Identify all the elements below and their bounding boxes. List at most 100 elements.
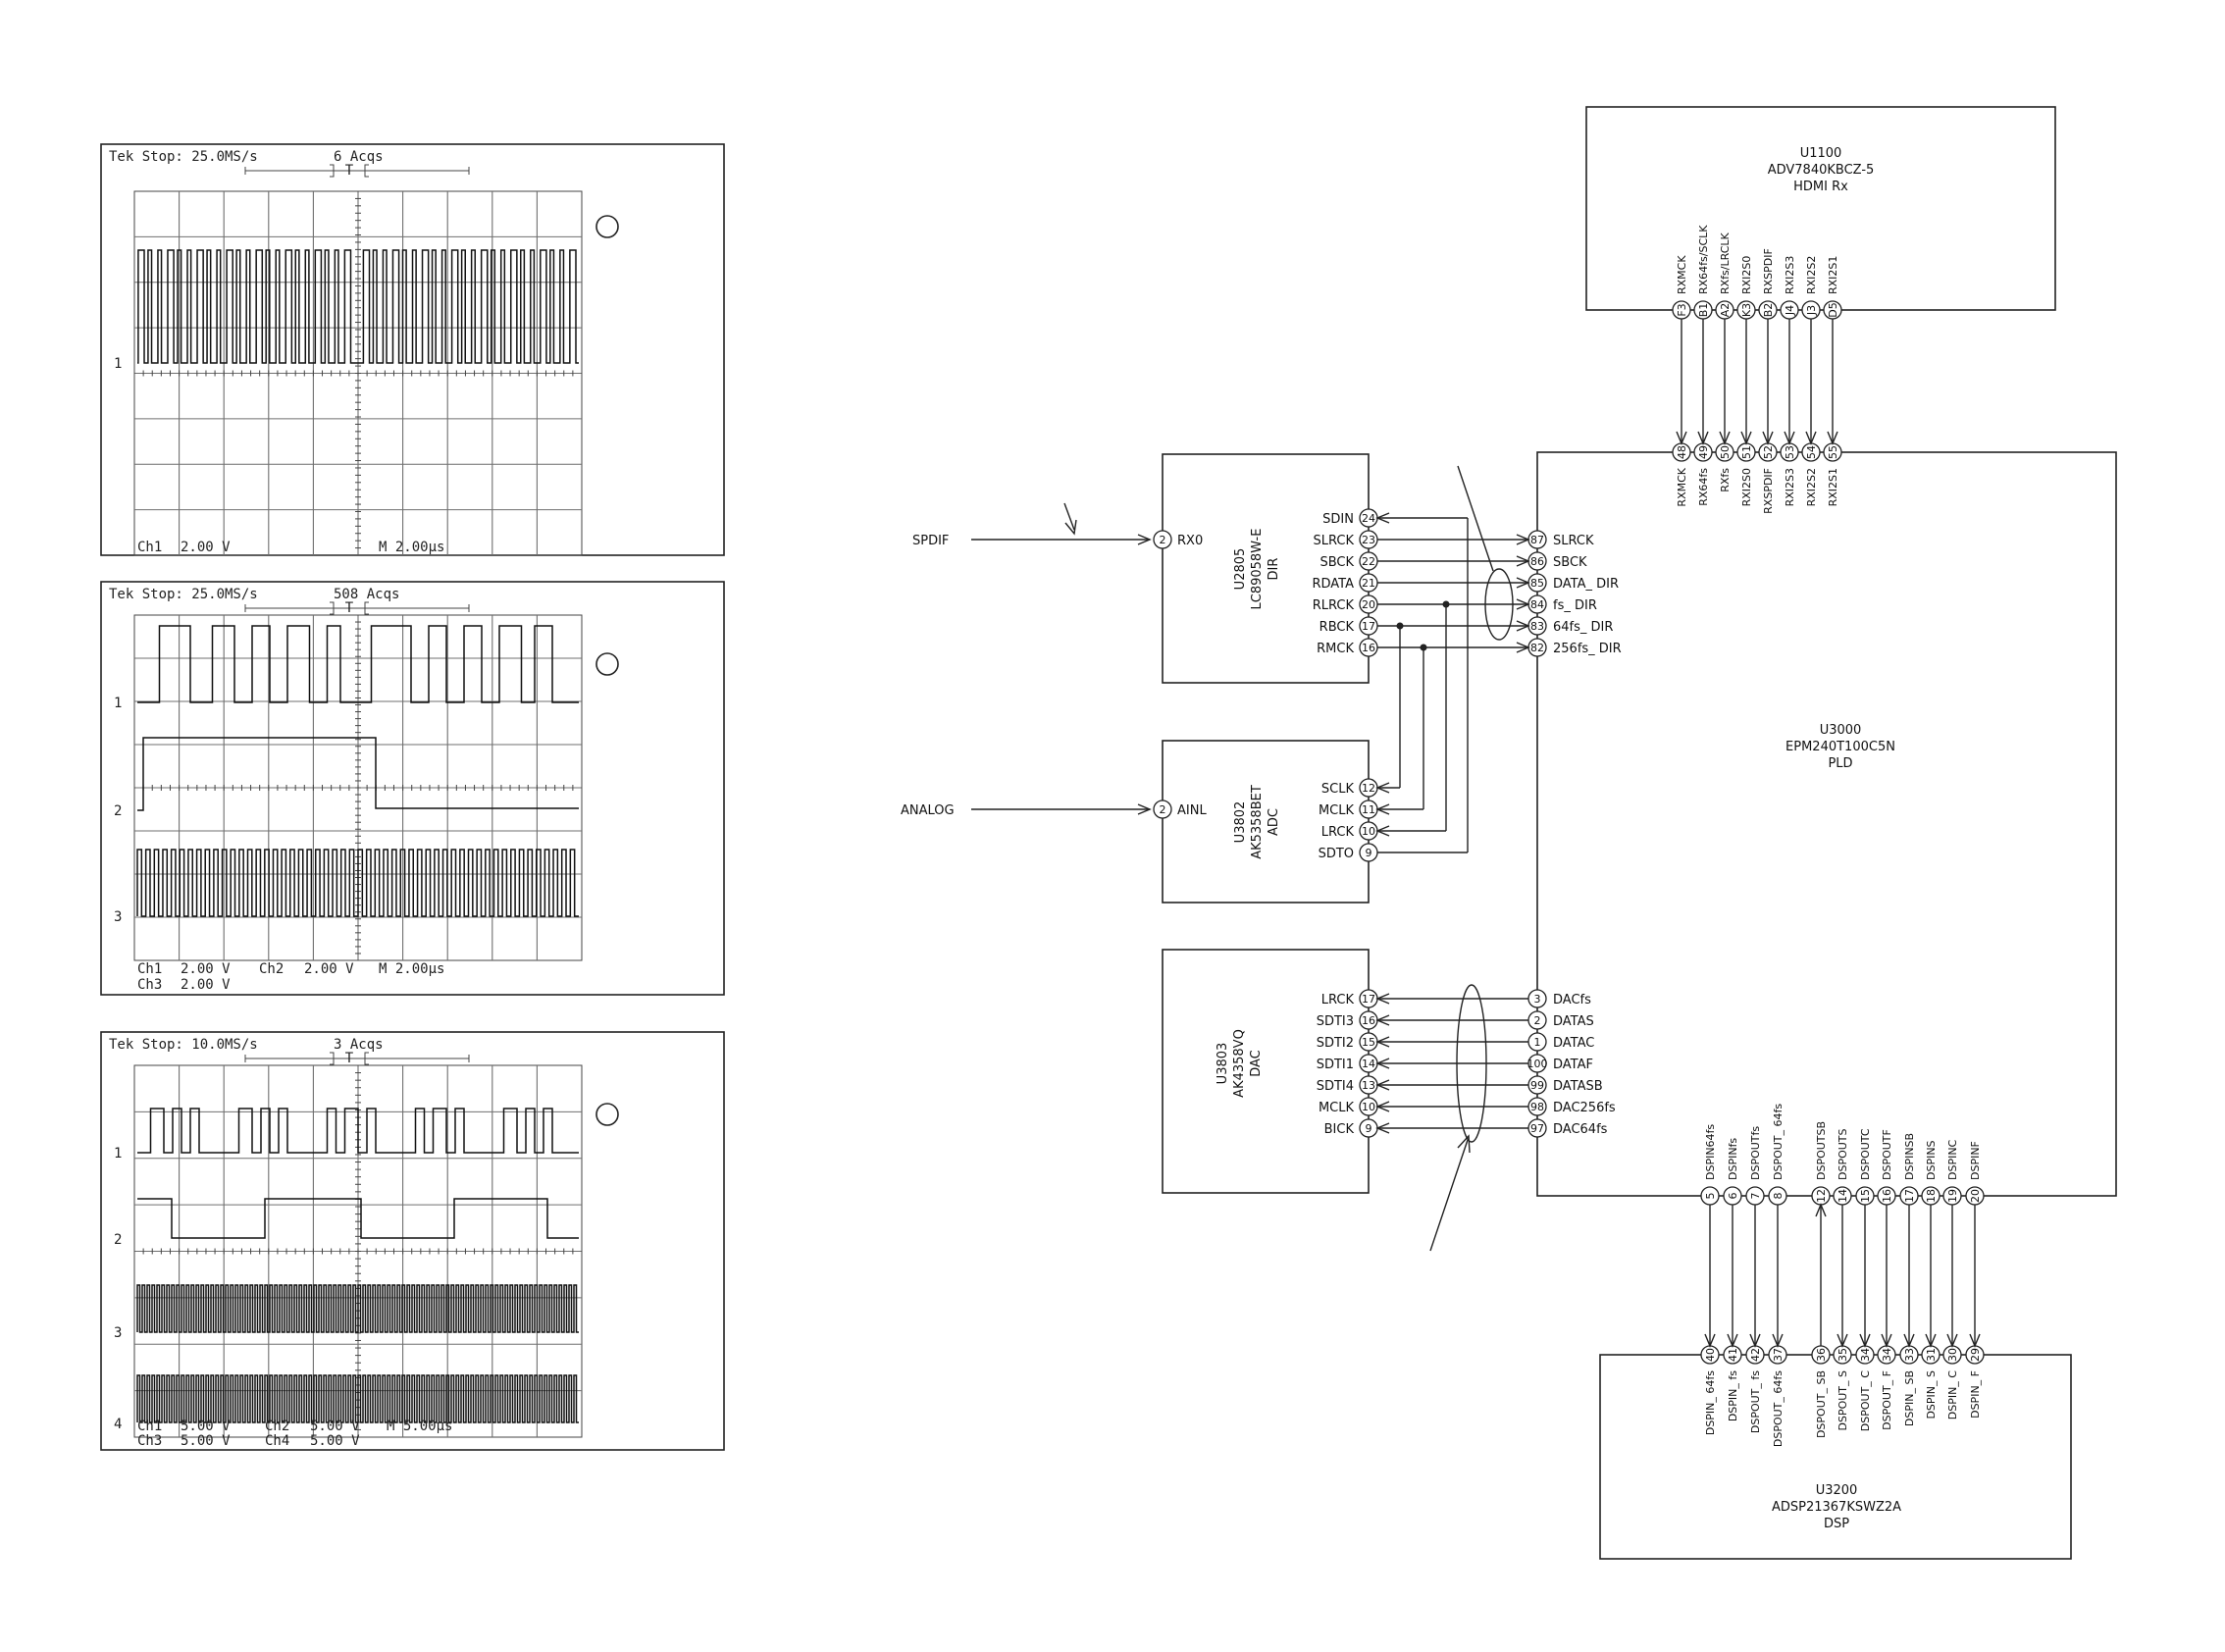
arrowhead [1516,620,1530,632]
pin-number: 19 [1946,1189,1959,1203]
pld-pin: 20 [1965,1186,1985,1206]
pin-name: RXI2S3 [1784,256,1796,294]
pin-name: SDTI2 [1317,1036,1354,1051]
readout: Ch2 [265,1419,289,1434]
pin-name: SBCK [1553,555,1587,570]
pld-pin: 17 [1899,1186,1919,1206]
arrowhead [1815,1203,1827,1217]
readout: M 2.00µs [379,540,444,555]
readout: M 2.00µs [379,961,444,977]
pin-number: 18 [1925,1189,1938,1203]
arrowhead [1704,1333,1716,1348]
arrowhead [1457,1134,1471,1154]
channel-marker: 3 [114,1325,122,1341]
pin-name: DSPIN_ C [1946,1370,1959,1420]
dac-pin: 13 [1359,1075,1378,1095]
pin-number: 86 [1530,555,1544,568]
trigger-window [330,164,369,178]
dir-pin: 24 [1359,508,1378,528]
arrowhead [1375,1036,1390,1048]
pin-number: 31 [1925,1348,1938,1362]
pin-name: DSPOUT_ S [1837,1370,1849,1431]
pin-name: DATAC [1553,1036,1594,1051]
readout: Ch2 [259,961,284,977]
pin-name: RXI2S3 [1784,468,1796,506]
pin-name: RX0 [1177,534,1203,548]
ball-pin: K3 [1736,300,1756,320]
dsp-pin: 34 [1877,1345,1896,1365]
pin-number: 17 [1362,620,1375,633]
channel-marker: 2 [114,803,122,819]
waveform-ch4 [136,1374,579,1423]
scope-acq-count: 508 Acqs [334,587,399,602]
dir-nets [1375,465,1530,653]
pld-pin: 86 [1527,551,1547,571]
ball-pin: F3 [1672,300,1691,320]
dir-pin: 17 [1359,616,1378,636]
ball-pin: J3 [1801,300,1821,320]
pin-name: 64fs_ DIR [1553,620,1613,635]
chip-ref: U1100 [1800,146,1842,161]
pin-number: 16 [1362,642,1375,654]
arrowhead [1719,431,1731,445]
pin-number: 37 [1772,1348,1785,1362]
pin-number: 52 [1762,445,1775,459]
pin-number: 24 [1362,512,1375,525]
pin-name: DAC256fs [1553,1101,1616,1115]
readout: 2.00 V [181,961,231,977]
chip-function: DSP [1824,1517,1849,1531]
pin-name: MCLK [1319,1101,1355,1115]
chip-ref: U3803 [1216,1043,1230,1085]
pin-name: RLRCK [1313,598,1355,613]
pld-pin: 84 [1527,594,1547,614]
pin-number: 41 [1727,1348,1739,1362]
spdif-input: SPDIF [912,502,1152,548]
pld-pin: 8 [1768,1186,1787,1206]
pin-name: RXI2S2 [1805,256,1818,294]
arrowhead [1903,1333,1915,1348]
pin-number: 10 [1362,1101,1375,1113]
pin-name: SDIN [1322,512,1354,527]
dac-pin: 10 [1359,1097,1378,1116]
chip-outline [1162,740,1370,903]
pld-pin: 50 [1715,442,1734,462]
pin-name: SLRCK [1314,534,1355,548]
pin-name: SDTI3 [1317,1014,1354,1029]
pin-name: DSPOUT_ C [1859,1370,1872,1432]
pld-pin: 55 [1823,442,1842,462]
chip-ref: U3200 [1816,1483,1858,1498]
arrowhead [1375,1101,1390,1112]
trigger-window [330,601,369,615]
arrowhead [1516,577,1530,589]
scope-frame [100,581,725,996]
dir-pin: 16 [1359,638,1378,657]
pld-pin: 5 [1700,1186,1720,1206]
input-pin: 2 [1153,530,1172,549]
pld-pin: 14 [1833,1186,1852,1206]
pin-number: 12 [1815,1189,1828,1203]
scope-header: Tek Stop: 25.0MS/s [109,587,258,602]
channel-marker: 4 [114,1417,122,1432]
scope-header: Tek Stop: 10.0MS/s [109,1037,258,1053]
pin-name: fs_ DIR [1553,598,1597,613]
pld-pin: 7 [1745,1186,1765,1206]
arrowhead [1749,1333,1761,1348]
pld-pin: 3 [1527,989,1547,1008]
dsp-pin: 40 [1700,1345,1720,1365]
chip-outline [1585,106,2056,311]
chip-function: PLD [1828,756,1852,771]
pin-name: AINL [1177,803,1207,818]
arrowhead [1740,431,1752,445]
arrowhead [1516,642,1530,653]
arrowhead [1969,1333,1981,1348]
pin-name: RBCK [1319,620,1355,635]
pin-number: 16 [1362,1014,1375,1027]
